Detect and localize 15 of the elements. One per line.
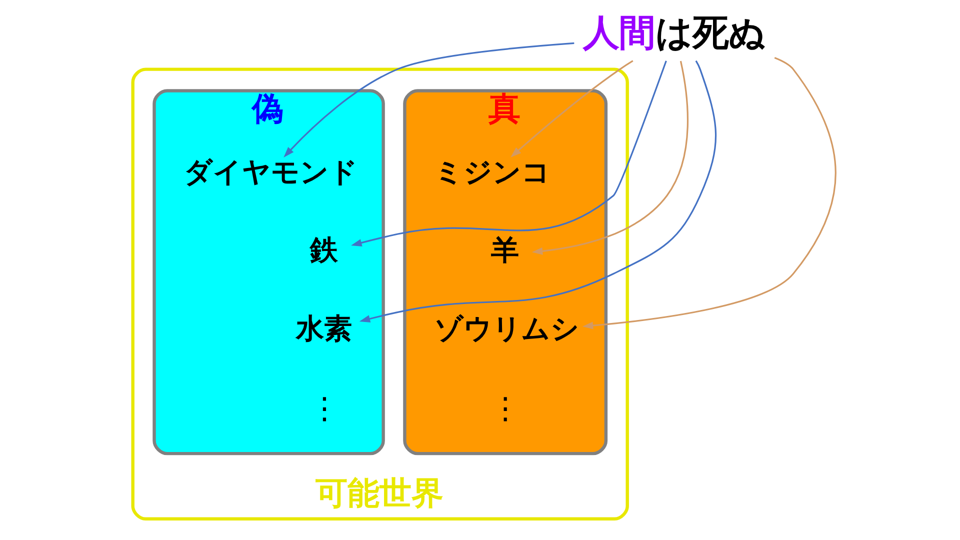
node-text: ダイヤモンド bbox=[184, 155, 358, 188]
node-text: 鉄 bbox=[310, 234, 338, 267]
arrow bbox=[582, 57, 836, 330]
node-text: 羊 bbox=[490, 234, 519, 267]
label: ⋮ bbox=[309, 392, 340, 427]
node-text: ミジンコ bbox=[434, 155, 551, 188]
node-text: 人間は死ぬ bbox=[582, 10, 766, 54]
node-text: 水素 bbox=[296, 312, 352, 345]
label: ⋮ bbox=[490, 392, 520, 427]
node-text: ゾウリムシ bbox=[434, 312, 580, 345]
arrow bbox=[351, 60, 667, 246]
arrow bbox=[532, 60, 688, 255]
arrow bbox=[284, 42, 574, 158]
arrow bbox=[510, 60, 634, 158]
arrow bbox=[359, 60, 717, 322]
